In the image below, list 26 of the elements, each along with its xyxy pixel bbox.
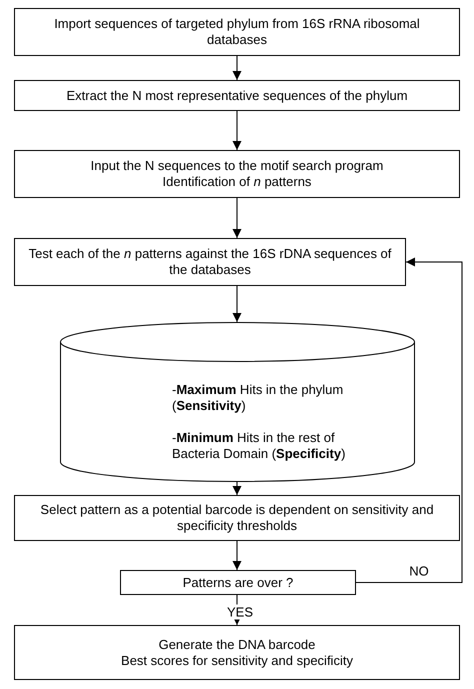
step-text: Input the N sequences to the motif search program xyxy=(90,158,384,174)
process-box xyxy=(14,8,460,56)
process-box xyxy=(14,150,460,198)
step-text: Import sequences of targeted phylum from 16S rRNA ribosomal databases xyxy=(53,16,421,48)
arrow xyxy=(232,110,242,150)
step-text: Patterns are over ? xyxy=(182,574,294,590)
step-text: -Minimum Hits in the rest of Bacteria Domain (Specificity) xyxy=(172,430,346,462)
arrow xyxy=(356,258,462,583)
process-box xyxy=(14,80,460,111)
criteria-cylinder xyxy=(60,322,415,482)
arrow xyxy=(232,540,242,570)
step-text: Test each of the n patterns against the 16S rDNA sequences of the databases xyxy=(28,246,392,278)
arrow xyxy=(232,482,242,496)
step-text: -Maximum Hits in the phylum (Sensitivity) xyxy=(172,382,344,414)
process-box xyxy=(14,625,460,680)
process-box xyxy=(14,238,406,286)
step-text: Best scores for sensitivity and specificity xyxy=(121,652,353,668)
arrow xyxy=(232,56,242,80)
process-box xyxy=(14,495,460,541)
arrow xyxy=(232,198,242,238)
step-text: Identification of n patterns xyxy=(162,174,312,190)
step-text: Select pattern as a potential barcode is dependent on sensitivity and specificity thresholds xyxy=(39,502,435,534)
arrow xyxy=(232,286,242,322)
step-text: Extract the N most representative sequences of the phylum xyxy=(66,88,408,104)
decision-box xyxy=(120,570,356,595)
step-text: Generate the DNA barcode xyxy=(158,636,316,652)
